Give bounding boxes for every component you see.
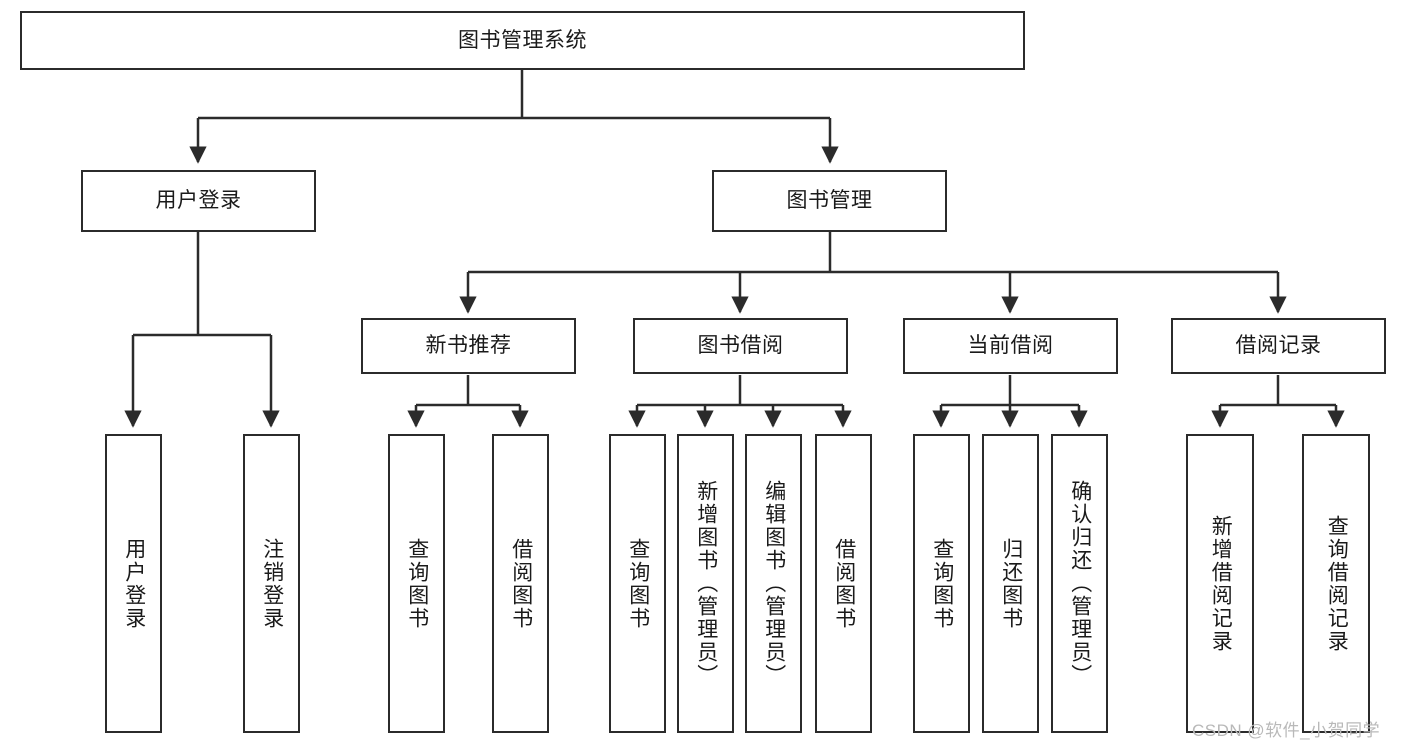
leaf-book-borrow-add-book[interactable]: 新增图书（管理员） [677, 434, 734, 733]
node-label: 借阅记录 [1235, 334, 1322, 358]
leaf-new-book-query-book[interactable]: 查询图书 [388, 434, 445, 733]
node-label: 借阅图书 [832, 537, 856, 630]
leaf-user-login-logout[interactable]: 注销登录 [243, 434, 300, 733]
node-book-borrow[interactable]: 图书借阅 [633, 318, 848, 374]
leaf-user-login-login[interactable]: 用户登录 [105, 434, 162, 733]
node-label: 当前借阅 [967, 334, 1054, 358]
node-label: 新增借阅记录 [1209, 514, 1233, 653]
node-label: 图书借阅 [697, 334, 784, 358]
leaf-current-borrow-confirm-return[interactable]: 确认归还（管理员） [1051, 434, 1108, 733]
node-label: 用户登录 [122, 537, 146, 630]
leaf-book-borrow-borrow-book[interactable]: 借阅图书 [815, 434, 872, 733]
node-label: 确认归还（管理员） [1068, 480, 1092, 687]
leaf-book-borrow-edit-book[interactable]: 编辑图书（管理员） [745, 434, 802, 733]
leaf-current-borrow-query-book[interactable]: 查询图书 [913, 434, 970, 733]
node-user-login[interactable]: 用户登录 [81, 170, 316, 232]
node-book-management-system[interactable]: 图书管理系统 [20, 11, 1025, 70]
node-label: 查询图书 [626, 537, 650, 630]
node-label: 归还图书 [999, 537, 1023, 630]
node-label: 借阅图书 [509, 537, 533, 630]
leaf-book-borrow-query-book[interactable]: 查询图书 [609, 434, 666, 733]
node-new-book-recommend[interactable]: 新书推荐 [361, 318, 576, 374]
node-borrow-records[interactable]: 借阅记录 [1171, 318, 1386, 374]
node-current-borrow[interactable]: 当前借阅 [903, 318, 1118, 374]
leaf-records-add-record[interactable]: 新增借阅记录 [1186, 434, 1254, 733]
leaf-new-book-borrow-book[interactable]: 借阅图书 [492, 434, 549, 733]
node-label: 图书管理 [786, 189, 873, 213]
watermark-text: CSDN @软件_小贺同学 [1192, 721, 1381, 740]
node-label: 注销登录 [260, 537, 284, 630]
node-label: 编辑图书（管理员） [762, 480, 786, 687]
node-label: 新书推荐 [425, 334, 512, 358]
node-label: 查询借阅记录 [1325, 514, 1349, 653]
node-label: 查询图书 [930, 537, 954, 630]
leaf-current-borrow-return-book[interactable]: 归还图书 [982, 434, 1039, 733]
node-label: 图书管理系统 [458, 28, 587, 52]
node-label: 新增图书（管理员） [694, 480, 718, 687]
node-label: 用户登录 [155, 189, 242, 213]
node-book-management[interactable]: 图书管理 [712, 170, 947, 232]
node-label: 查询图书 [405, 537, 429, 630]
leaf-records-query-record[interactable]: 查询借阅记录 [1302, 434, 1370, 733]
